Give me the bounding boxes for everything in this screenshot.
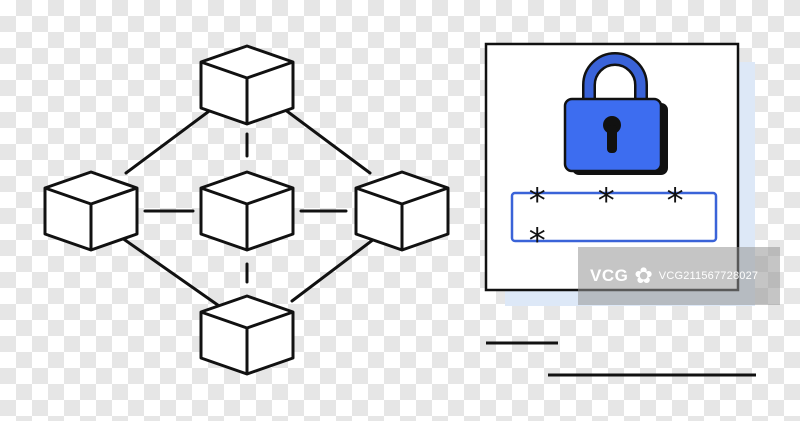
password-field-box bbox=[510, 191, 718, 243]
network-connections bbox=[113, 98, 384, 310]
cube-center bbox=[199, 170, 295, 252]
link-top-left bbox=[124, 98, 226, 175]
cube-left bbox=[43, 170, 139, 252]
link-top-right bbox=[270, 98, 372, 175]
watermark-logo: VCG bbox=[590, 266, 629, 285]
cube-right bbox=[354, 170, 450, 252]
lock-icon bbox=[563, 52, 668, 175]
cube-top bbox=[199, 44, 295, 126]
link-bottom-right bbox=[290, 231, 384, 303]
cube-bottom bbox=[199, 294, 295, 376]
keyhole-slot bbox=[607, 125, 617, 153]
watermark: VCG ✿ VCG211567728027 bbox=[578, 247, 780, 305]
link-bottom-left bbox=[113, 231, 224, 310]
watermark-id: VCG211567728027 bbox=[658, 270, 759, 282]
flower-icon: ✿ bbox=[634, 263, 653, 288]
password-masked-value[interactable]: * * * * bbox=[527, 181, 700, 261]
